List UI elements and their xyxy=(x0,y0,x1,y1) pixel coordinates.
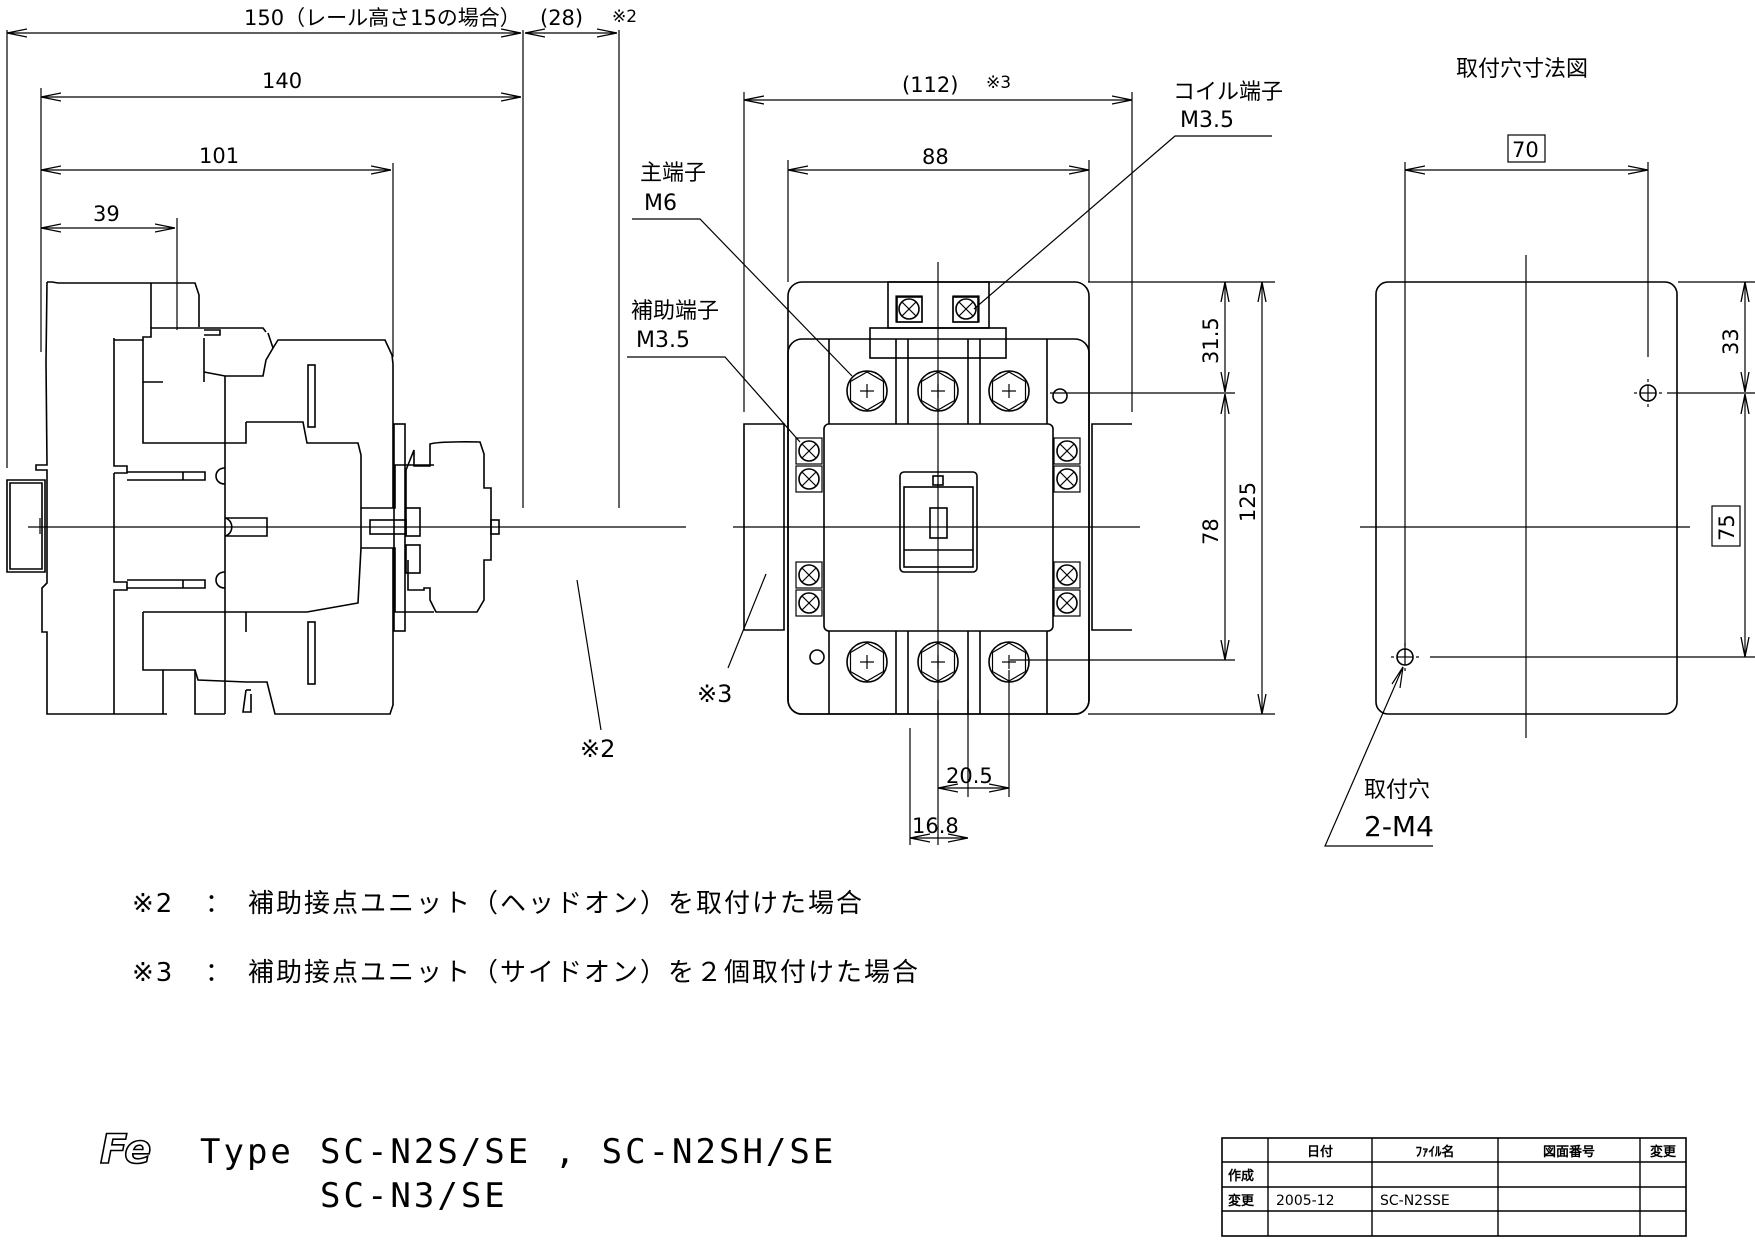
aux-terminal-size: M3.5 xyxy=(636,328,690,353)
note-2-mark: ※2 xyxy=(132,889,174,919)
dim-70-box xyxy=(1507,134,1546,163)
callout-note3: ※3 xyxy=(697,680,732,708)
dim-88-label: 88 xyxy=(922,145,949,169)
notes: ※2 ： 補助接点ユニット（ヘッドオン）を取付けた場合 ※3 ： 補助接点ユニッ… xyxy=(132,889,920,988)
fuji-logo: Fe xyxy=(99,1126,152,1174)
coil-terminal-screw-icon xyxy=(895,295,923,323)
hole-label: 取付穴 xyxy=(1364,778,1430,803)
dim-20-5-label: 20.5 xyxy=(946,764,993,788)
dim-125-label: 125 xyxy=(1236,482,1260,522)
dim-39-label: 39 xyxy=(93,202,120,226)
hole-spec: 2-M4 xyxy=(1364,810,1434,843)
dim-28-label: (28) xyxy=(540,6,583,30)
table-cell: 変更 xyxy=(1228,1193,1255,1209)
main-terminal-size: M6 xyxy=(644,191,677,216)
terminal-screws xyxy=(795,295,1081,683)
coil-terminal-size: M3.5 xyxy=(1180,108,1234,133)
coil-terminal-screw-icon xyxy=(952,295,980,323)
mounting-hole-bottom-left xyxy=(1391,643,1419,671)
dim-75-label: 75 xyxy=(1715,514,1739,541)
coil-terminal-leader xyxy=(973,135,1272,310)
aux-terminal-screw-icon xyxy=(795,561,823,589)
note-3-mark: ※3 xyxy=(132,958,174,988)
dim-70-label: 70 xyxy=(1512,138,1539,162)
aux-terminal-screw-icon xyxy=(795,589,823,617)
dim-101-label: 101 xyxy=(199,144,239,168)
aux-terminal-screw-icon xyxy=(1053,561,1081,589)
aux-terminal-screw-icon xyxy=(1053,589,1081,617)
main-terminal-screw-icon xyxy=(846,641,888,683)
table-header-cell: 図面番号 xyxy=(1543,1144,1595,1160)
dim-112-label: (112) xyxy=(902,73,958,97)
type-label: Type xyxy=(200,1132,294,1172)
note-3-text: 補助接点ユニット（サイドオン）を２個取付けた場合 xyxy=(248,958,920,988)
mounting-view-title: 取付穴寸法図 xyxy=(1456,57,1588,82)
note-2-sep: ： xyxy=(205,889,233,919)
leader-line xyxy=(727,573,767,669)
dim-31-5-label: 31.5 xyxy=(1199,317,1223,364)
note-3-sep: ： xyxy=(205,958,233,988)
aux-terminal-screw-icon xyxy=(1053,465,1081,493)
front-view: (112) ※3 88 31.5 78 125 xyxy=(627,73,1283,845)
leader-line xyxy=(576,579,602,731)
table-header-cell: 変更 xyxy=(1650,1144,1677,1160)
table-header-cell: ﾌｧｲﾙ名 xyxy=(1415,1144,1454,1160)
logo-text: Fe xyxy=(100,1127,151,1173)
main-terminal-leader xyxy=(632,218,853,377)
dim-112-note: ※3 xyxy=(986,73,1011,93)
aux-terminal-screw-icon xyxy=(795,437,823,465)
mounting-hole-top-right xyxy=(1634,379,1662,407)
mounting-hole-view: 取付穴寸法図 70 xyxy=(1324,57,1755,847)
table-cell: 2005-12 xyxy=(1276,1193,1335,1209)
side-view: 150（レール高さ15の場合） (28) ※2 140 101 39 xyxy=(6,6,686,763)
models-line1: SC-N2S/SE , SC-N2SH/SE xyxy=(320,1132,836,1172)
dim-150-label: 150（レール高さ15の場合） xyxy=(244,6,521,30)
aux-terminal-label: 補助端子 xyxy=(631,299,719,324)
note-2-text: 補助接点ユニット（ヘッドオン）を取付けた場合 xyxy=(248,889,864,919)
dim-28-note: ※2 xyxy=(612,7,637,27)
side-aux-unit-left xyxy=(743,423,785,631)
dim-78-label: 78 xyxy=(1199,518,1223,545)
main-terminal-screw-icon xyxy=(846,370,888,412)
dim-140-label: 140 xyxy=(262,69,302,93)
dim-75-box xyxy=(1711,505,1741,547)
aux-terminal-leader xyxy=(627,356,801,443)
models-line2: SC-N3/SE xyxy=(320,1176,508,1216)
hole-leader xyxy=(1324,666,1433,847)
aux-terminal-screw-icon xyxy=(1053,437,1081,465)
table-header-cell: 日付 xyxy=(1307,1144,1333,1160)
coil-terminal-label: コイル端子 xyxy=(1173,80,1283,105)
aux-terminal-screw-icon xyxy=(795,465,823,493)
table-cell: SC-N2SSE xyxy=(1380,1193,1450,1209)
main-terminal-screw-icon xyxy=(988,370,1030,412)
dim-33-label: 33 xyxy=(1719,328,1743,355)
hole-leader-arrow xyxy=(1391,666,1404,689)
callout-note2: ※2 xyxy=(580,735,615,763)
title-block: Fe Type SC-N2S/SE , SC-N2SH/SE SC-N3/SE xyxy=(99,1126,836,1216)
table-cell: 作成 xyxy=(1228,1168,1254,1184)
main-terminal-label: 主端子 xyxy=(640,161,706,186)
contactor-side-body xyxy=(6,281,500,715)
dim-16-8-label: 16.8 xyxy=(912,814,959,838)
